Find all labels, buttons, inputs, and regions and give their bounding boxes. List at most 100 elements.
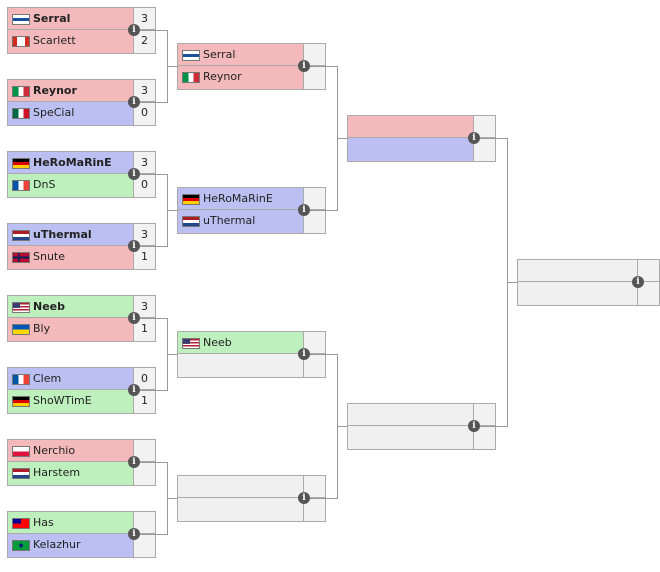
match-info-icon[interactable]: i: [298, 60, 310, 72]
player-slot[interactable]: Has: [7, 511, 156, 534]
bracket-connector: [140, 390, 167, 391]
player-slot[interactable]: uThermal: [177, 210, 326, 234]
bracket-connector: [337, 426, 347, 427]
player-slot[interactable]: [177, 475, 326, 498]
bracket-connector: [337, 354, 338, 427]
match-info-icon[interactable]: i: [128, 456, 140, 468]
match-info-icon[interactable]: i: [128, 24, 140, 36]
taiwan-flag-icon: [12, 518, 30, 529]
bracket-connector: [480, 426, 507, 427]
bracket-connector: [310, 498, 337, 499]
bracket-connector: [480, 138, 507, 139]
player-name: Harstem: [8, 462, 133, 485]
player-slot[interactable]: [347, 138, 496, 162]
bracket-connector: [507, 282, 517, 283]
player-score: 3: [133, 296, 155, 317]
bracket-connector: [337, 138, 338, 211]
player-slot[interactable]: [347, 426, 496, 450]
player-slot[interactable]: [177, 354, 326, 378]
player-score: 1: [133, 390, 155, 413]
bracket-connector: [167, 210, 168, 247]
netherlands-flag-icon: [182, 216, 200, 227]
player-slot[interactable]: Neeb: [177, 331, 326, 354]
match-info-icon[interactable]: i: [632, 276, 644, 288]
match-info-icon[interactable]: i: [298, 492, 310, 504]
bracket-connector: [310, 66, 337, 67]
match-info-icon[interactable]: i: [468, 132, 480, 144]
player-score: [303, 498, 325, 521]
round2-match: i: [177, 475, 326, 522]
round3-match: i: [347, 115, 496, 162]
player-name: Reynor: [178, 66, 303, 89]
player-name: [348, 404, 473, 425]
player-slot[interactable]: Kelazhur: [7, 534, 156, 558]
player-slot[interactable]: Harstem: [7, 462, 156, 486]
player-name: HeRoMaRinE: [8, 152, 133, 173]
match-info-icon[interactable]: i: [128, 384, 140, 396]
match-info-icon[interactable]: i: [468, 420, 480, 432]
player-score: 3: [133, 152, 155, 173]
bracket-connector: [140, 174, 167, 175]
player-name: DnS: [8, 174, 133, 197]
player-score: 0: [133, 174, 155, 197]
player-slot[interactable]: [517, 282, 660, 306]
match-info-icon[interactable]: i: [298, 348, 310, 360]
match-info-icon[interactable]: i: [128, 168, 140, 180]
match-info-icon[interactable]: i: [298, 204, 310, 216]
italy-flag-icon: [182, 72, 200, 83]
brazil-flag-icon: [12, 540, 30, 551]
match-info-icon[interactable]: i: [128, 240, 140, 252]
player-name: [178, 476, 303, 497]
poland-flag-icon: [12, 446, 30, 457]
italy-flag-icon: [12, 86, 30, 97]
canada-flag-icon: [12, 36, 30, 47]
player-score: [133, 462, 155, 485]
germany-flag-icon: [182, 194, 200, 205]
match-info-icon[interactable]: i: [128, 528, 140, 540]
bracket-connector: [140, 30, 167, 31]
player-slot[interactable]: [177, 498, 326, 522]
bracket-connector: [167, 354, 177, 355]
player-name: Neeb: [8, 296, 133, 317]
bracket-connector: [167, 354, 168, 391]
bracket-connector: [507, 138, 508, 283]
match-info-icon[interactable]: i: [128, 96, 140, 108]
finland-flag-icon: [182, 50, 200, 61]
player-name: [348, 426, 473, 449]
player-slot[interactable]: [347, 403, 496, 426]
bracket-connector: [167, 498, 177, 499]
player-slot[interactable]: [347, 115, 496, 138]
player-name: Snute: [8, 246, 133, 269]
match-info-icon[interactable]: i: [128, 312, 140, 324]
player-name: [178, 354, 303, 377]
bracket-connector: [140, 462, 167, 463]
player-slot[interactable]: HeRoMaRinE: [177, 187, 326, 210]
player-name: [178, 498, 303, 521]
player-score: [473, 426, 495, 449]
player-slot[interactable]: Reynor: [177, 66, 326, 90]
bracket-connector: [337, 66, 338, 139]
usa-flag-icon: [182, 338, 200, 349]
player-name: Nerchio: [8, 440, 133, 461]
round4-match: i: [517, 259, 660, 306]
player-score: 3: [133, 80, 155, 101]
bracket-connector: [310, 354, 337, 355]
player-slot[interactable]: Nerchio: [7, 439, 156, 462]
player-slot[interactable]: Serral: [177, 43, 326, 66]
finland-flag-icon: [12, 14, 30, 25]
player-score: [133, 512, 155, 533]
